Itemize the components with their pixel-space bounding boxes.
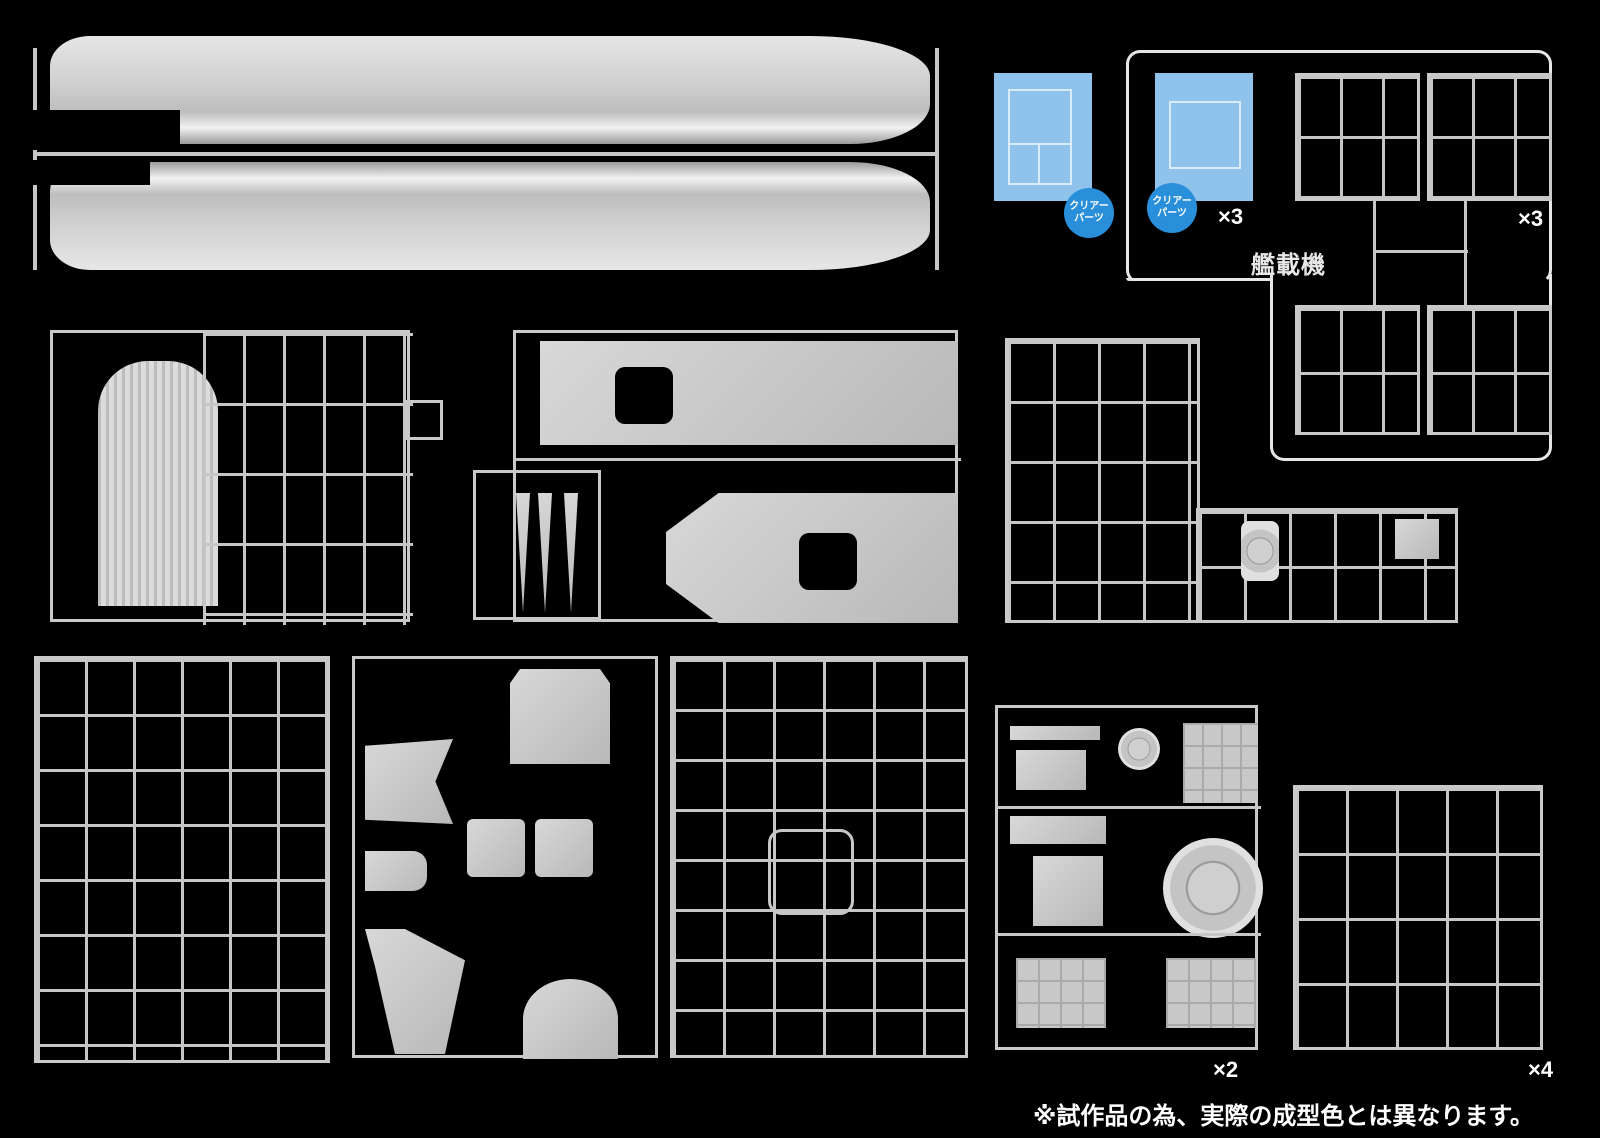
detail-parts-multiplier: ×4 [1528, 1057, 1554, 1082]
hull-half-upper [50, 36, 930, 144]
disclaimer-text: ※試作品の為、実際の成型色とは異なります。 [1033, 1102, 1534, 1130]
aircraft-sprue-bottom-left [1295, 305, 1420, 435]
superstructure-sprue [352, 656, 658, 1059]
flight-deck-fore [666, 493, 958, 623]
flight-deck-aft [540, 341, 958, 445]
hangar-sprue [50, 330, 413, 625]
clear-parts-sprue-2 [1155, 73, 1253, 201]
propeller-sprue [473, 470, 601, 620]
platforms-sprue [670, 656, 968, 1058]
clear-parts-multiplier: ×3 [1218, 204, 1244, 229]
clear-parts-badge-2: クリアー パーツ [1147, 183, 1197, 233]
clear-parts-sprue-1 [994, 73, 1092, 201]
aircraft-sprue-top-right [1427, 73, 1552, 201]
flight-deck-sprue [513, 330, 961, 623]
boiler-parts-sprue [995, 705, 1263, 1050]
hull-half-lower [50, 162, 930, 270]
details-sprue-a [1005, 338, 1200, 623]
details-sprue-b [1196, 508, 1458, 623]
aircraft-multiplier: ×3 [1518, 206, 1544, 231]
small-parts-sprue-1 [34, 656, 330, 1063]
aircraft-sprue-top-left [1295, 73, 1420, 201]
clear-parts-badge-1: クリアー パーツ [1064, 188, 1114, 238]
aircraft-sprue-bottom-right [1427, 305, 1552, 435]
detail-parts-sprue [1293, 785, 1543, 1050]
hangar-sprue-tab [405, 400, 443, 440]
aircraft-label: 艦載機 [1251, 251, 1326, 279]
boiler-parts-multiplier: ×2 [1213, 1057, 1239, 1082]
